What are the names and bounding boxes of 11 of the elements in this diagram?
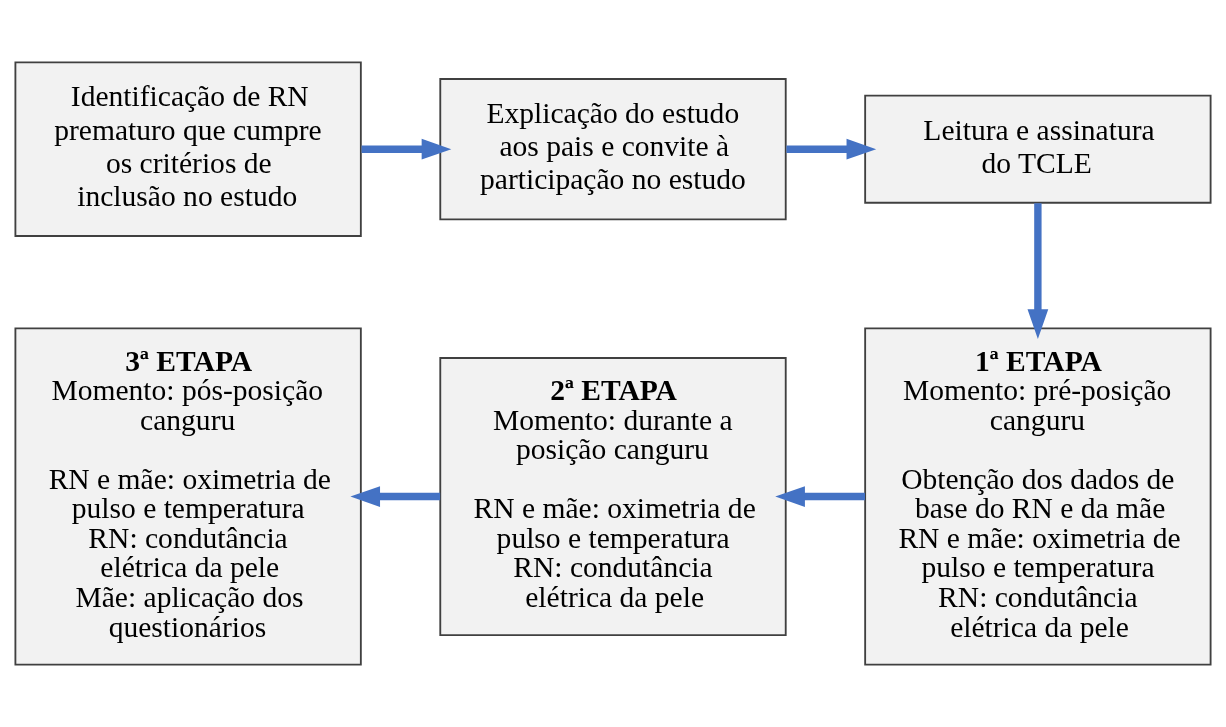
node-box: 3ª ETAPA Momento: pós-posição canguru RN e mãe: oximetria de pulso e temperatura RN: condutância elétrica da pele Mãe: aplicação dos questionários (14, 327, 362, 666)
node-box: Leitura e assinatura do TCLE (864, 94, 1212, 204)
arrow (775, 486, 865, 507)
node-box: Explicação do estudo aos pais e convite à participação no estudo (439, 78, 787, 221)
node-box: Identificação de RN prematuro que cumpre os critérios de inclusão no estudo (14, 61, 362, 237)
arrow (350, 486, 441, 507)
node-box: 1ª ETAPA Momento: pré-posição canguru Obtenção dos dados de base do RN e da mãe RN e mãe: oximetria de pulso e temperatura RN: condutância elétrica da pele (864, 327, 1212, 666)
arrow (786, 138, 877, 160)
node-box: 2ª ETAPA Momento: durante a posição canguru RN e mãe: oximetria de pulso e temperatura RN: condutância elétrica da pele (439, 357, 787, 636)
arrow (1027, 203, 1049, 340)
arrow (361, 138, 452, 160)
